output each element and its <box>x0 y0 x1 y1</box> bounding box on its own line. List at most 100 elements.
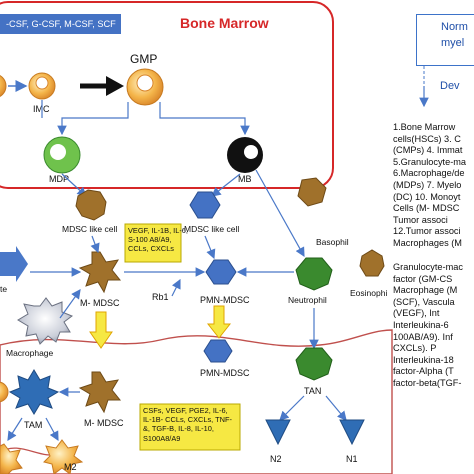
arrow-mdp-to-mdsc-like-left <box>61 173 87 197</box>
abbreviation-line: Cells (M- MDSC <box>393 203 460 214</box>
left-cut-label: te <box>0 284 7 294</box>
tumor-cell-left <box>0 381 9 403</box>
cytokines-lower-box-shape <box>139 403 241 451</box>
basophil-label: Basophil <box>316 237 349 247</box>
tumor-microenvironment-boundary <box>0 329 393 474</box>
mb-nucleus <box>244 145 258 159</box>
n1-cell <box>339 419 365 446</box>
abbreviation-line: 12.Tumor associ <box>393 226 461 237</box>
arrow-macrophage-to-m-mdsc <box>59 289 81 319</box>
pmn-mdsc-label: PMN-MDSC <box>200 295 250 305</box>
cytokines-lower-line-4: S100A8/A9 <box>143 433 181 443</box>
m2-label: M2 <box>64 462 77 472</box>
legend-line-1: Norm <box>441 21 468 33</box>
arrow-gmp-to-mb <box>159 102 250 136</box>
glossary-line: Interleukina-6 <box>393 319 449 330</box>
mdsc-like-cell-mid-shape <box>189 191 221 219</box>
abbreviation-line: 6.Macrophage/de <box>393 168 465 179</box>
glossary-line: Granulocyte-mac <box>393 262 463 272</box>
cytokines-upper-box: VEGF, IL-1B, IL-6, S-100 A8/A9, CCLs, CX… <box>125 224 188 262</box>
yellow-arrow-pmn-down <box>206 305 232 339</box>
abbreviation-line: (MDPs) 7. Myelo <box>393 179 462 190</box>
m-mdsc-label: M- MDSC <box>80 298 120 308</box>
mdsc-like-cell-left-label: MDSC like cell <box>62 224 117 234</box>
cytokines-lower-box: CSFs, VEGF, PGE2, IL-6, IL-1B- CCLs, CXC… <box>140 404 240 450</box>
pmn-mdsc-cell <box>205 259 237 285</box>
m-mdsc-tumor-label: M- MDSC <box>84 418 124 428</box>
mdsc-like-cell-mid-label: MDSC like cell <box>184 224 239 234</box>
arrow-rb1 <box>171 278 181 297</box>
left-arrow-shape <box>0 252 16 276</box>
legend-dev-label: Dev <box>440 80 460 92</box>
abbreviation-line: Tumor associ <box>393 214 448 225</box>
cytokines-upper-line-3: CCLs, CXCLs <box>128 244 174 254</box>
tam-label: TAM <box>24 420 42 430</box>
tan-label: TAN <box>304 386 321 396</box>
eosinophil-cell <box>359 249 385 277</box>
left-arrow-shape-head <box>16 246 28 282</box>
n2-cell <box>265 419 291 446</box>
arrow-mb-to-mdsc-like-mid <box>211 173 241 197</box>
arrow-tam-down-right <box>45 417 59 442</box>
arrow-mb-to-neutrophil <box>255 169 305 258</box>
glossary-line: (SCF), Vascula <box>393 296 455 307</box>
neutrophil-label: Neutrophil <box>288 295 327 305</box>
mdsc-like-cell-left-shape <box>75 189 107 221</box>
basophil-cell <box>297 177 327 207</box>
cytokines-upper-line-2: S-100 A8/A9, <box>128 235 172 245</box>
cytokines-lower-line-1: CSFs, VEGF, PGE2, IL-6, <box>143 406 228 415</box>
arrow-mdsc-like-left-to-m-mdsc <box>90 235 100 254</box>
macrophage-label: Macrophage <box>6 348 54 358</box>
pmn-mdsc-tumor-cell <box>203 339 233 363</box>
rb1-label: Rb1 <box>152 292 169 302</box>
glossary-line: factor-Alpha (T <box>393 366 454 377</box>
growth-factors-text: -CSF, G-CSF, M-CSF, SCF <box>6 19 116 29</box>
abbreviation-line: (DC) 10. Monoyt <box>393 191 461 202</box>
glossary-line: factor (GM-CS <box>393 273 453 284</box>
m2-cell <box>43 439 84 474</box>
glossary-line: CXCLs). P <box>393 343 437 354</box>
n1-label: N1 <box>346 454 358 464</box>
progenitor-cell-left <box>0 75 7 97</box>
m-mdsc-cell <box>78 251 122 294</box>
bone-marrow-region <box>0 1 334 189</box>
abbreviation-list: 1.Bone Marrow cells(HSCs) 3. C (CMPs) 4.… <box>393 122 474 250</box>
tan-cell <box>295 347 333 381</box>
legend-line-2: myel <box>441 37 465 49</box>
legend-box: Norm myel <box>416 14 474 66</box>
eosinophil-label: Eosinophi <box>350 288 387 298</box>
arrow-tan-to-n1 <box>325 395 347 421</box>
cytokines-upper-line-1: VEGF, IL-1B, IL-6, <box>128 226 188 235</box>
glossary-list: Granulocyte-mac factor (GM-CS Macrophage… <box>393 262 474 390</box>
arrow-imc-to-gmp-head <box>106 76 124 96</box>
tam-cell <box>8 369 60 415</box>
mdp-nucleus <box>50 144 66 160</box>
glossary-line: Macrophage (M <box>393 285 458 296</box>
arrow-tam-down-left <box>7 417 23 442</box>
abbreviation-line: Macrophages (M <box>393 237 462 248</box>
glossary-line: 100AB/A9). Inf <box>393 331 453 342</box>
abbreviation-line: 5.Granulocyte-ma <box>393 156 467 167</box>
cytokines-lower-line-2: IL-1B- CCLs, CXCLs, TNF- <box>143 415 232 425</box>
growth-factors-banner: -CSF, G-CSF, M-CSF, SCF <box>0 14 121 34</box>
arrow-mdsc-like-mid-to-pmn <box>204 235 216 260</box>
abbreviation-line: (CMPs) 4. Immat <box>393 145 463 156</box>
macrophage-cell <box>17 297 74 345</box>
n2-label: N2 <box>270 454 282 464</box>
cytokines-lower-line-3: &, TGF-B, IL-8, IL-10, <box>143 424 214 434</box>
neutrophil-shape <box>295 257 333 291</box>
gmp-label: GMP <box>130 52 157 66</box>
gmp-nucleus <box>136 74 154 92</box>
cytokines-upper-box-shape <box>124 223 182 263</box>
tumor-cell-bottom-left <box>0 443 23 474</box>
abbreviation-line: 1.Bone Marrow <box>393 122 456 132</box>
glossary-line: Interleukina-18 <box>393 354 454 365</box>
arrow-gmp-to-mdp <box>57 102 129 136</box>
glossary-line: factor-beta(TGF- <box>393 377 462 388</box>
imc-nucleus <box>35 76 49 90</box>
yellow-arrow-m-mdsc-down <box>89 311 113 349</box>
mb-label: MB <box>238 174 252 184</box>
mdp-label: MDP <box>49 174 69 184</box>
m-mdsc-tumor-cell <box>78 371 122 414</box>
